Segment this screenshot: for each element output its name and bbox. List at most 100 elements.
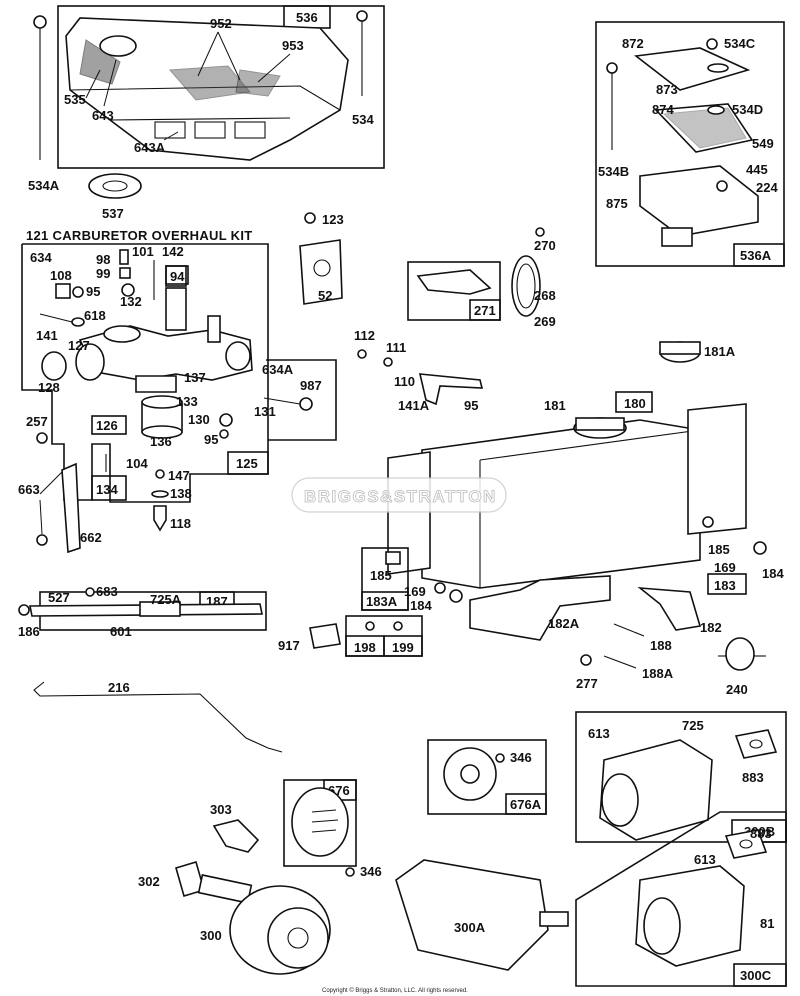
callout-132: 132 — [120, 294, 142, 309]
callout-613a: 613 — [588, 726, 610, 741]
exhaust-elbow-group: 303 676 346 — [210, 779, 382, 879]
callout-123: 123 — [322, 212, 344, 227]
callout-180: 180 — [624, 396, 646, 411]
callout-147: 147 — [168, 468, 190, 483]
callout-95c: 95 — [464, 398, 478, 413]
callout-634A: 634A — [262, 362, 294, 377]
callout-141: 141 — [36, 328, 58, 343]
carburetor-group: 121 CARBURETOR OVERHAUL KIT 125 — [21, 228, 337, 532]
fuel-line-group: 187 527 683 725A 186 601 — [18, 584, 267, 639]
fuel-tank-group: 536 952 953 535 643 643A 534A 534 537 — [28, 5, 385, 221]
callout-613b: 613 — [694, 852, 716, 867]
callout-184a: 184 — [410, 598, 432, 613]
callout-183: 183 — [714, 578, 736, 593]
callout-534: 534 — [352, 112, 374, 127]
callout-300C: 300C — [740, 968, 772, 983]
callout-534B: 534B — [598, 164, 629, 179]
callout-549: 549 — [752, 136, 774, 151]
callout-111: 111 — [386, 340, 406, 355]
callout-198: 198 — [354, 640, 376, 655]
callout-537: 537 — [102, 206, 124, 221]
callout-188A: 188A — [642, 666, 674, 681]
bracket-52-group: 123 52 — [299, 212, 344, 305]
callout-953: 953 — [282, 38, 304, 53]
svg-text:BRIGGS&STRATTON: BRIGGS&STRATTON — [304, 487, 497, 506]
callout-186: 186 — [18, 624, 40, 639]
governor-link-group: 663 662 — [18, 462, 102, 554]
callout-303: 303 — [210, 802, 232, 817]
callout-873: 873 — [656, 82, 678, 97]
callout-270: 270 — [534, 238, 556, 253]
callout-224: 224 — [756, 180, 778, 195]
callout-676A: 676A — [510, 797, 542, 812]
tank-bracket-group: 182A 182 188 188A 277 240 — [469, 575, 766, 697]
callout-883a: 883 — [742, 770, 764, 785]
callout-185b: 185 — [708, 542, 730, 557]
callout-134: 134 — [96, 482, 118, 497]
callout-184b: 184 — [762, 566, 784, 581]
callout-874: 874 — [652, 102, 674, 117]
callout-987: 987 — [300, 378, 322, 393]
callout-52: 52 — [318, 288, 332, 303]
air-cleaner-group: 536A 872 534C 873 874 534D 549 534B 445 … — [595, 21, 785, 267]
main-tank-group: 181 180 185 169 184 183 183A 185 169 184 — [361, 391, 784, 613]
callout-872: 872 — [622, 36, 644, 51]
callout-300: 300 — [200, 928, 222, 943]
callout-536A: 536A — [740, 248, 772, 263]
callout-138: 138 — [170, 486, 192, 501]
fuel-cap-181A: 181A — [659, 341, 736, 363]
callout-101: 101 — [132, 244, 154, 259]
callout-663: 663 — [18, 482, 40, 497]
callout-98: 98 — [96, 252, 110, 267]
callout-169b: 169 — [714, 560, 736, 575]
callout-99: 99 — [96, 266, 110, 281]
callout-601: 601 — [110, 624, 132, 639]
callout-182A: 182A — [548, 616, 580, 631]
callout-188: 188 — [650, 638, 672, 653]
callout-725A: 725A — [150, 592, 182, 607]
callout-136: 136 — [150, 434, 172, 449]
callout-118: 118 — [170, 516, 191, 531]
callout-131: 131 — [254, 404, 276, 419]
callout-535: 535 — [64, 92, 86, 107]
callout-269: 269 — [534, 314, 556, 329]
callout-110: 110 — [394, 374, 415, 389]
callout-128: 128 — [38, 380, 60, 395]
callout-94: 94 — [170, 269, 185, 284]
callout-181: 181 — [544, 398, 566, 413]
callout-618: 618 — [84, 308, 106, 323]
callout-185a: 185 — [370, 568, 392, 583]
callout-536: 536 — [296, 10, 318, 25]
callout-534C: 534C — [724, 36, 756, 51]
callout-133: 133 — [176, 394, 198, 409]
callout-141A: 141A — [398, 398, 430, 413]
callout-527: 527 — [48, 590, 70, 605]
callout-95b: 95 — [204, 432, 218, 447]
callout-183A: 183A — [366, 594, 398, 609]
callout-643: 643 — [92, 108, 114, 123]
callout-268: 268 — [534, 288, 556, 303]
callout-300A: 300A — [454, 920, 486, 935]
callout-917: 917 — [278, 638, 300, 653]
callout-108: 108 — [50, 268, 72, 283]
muffler-300C-group: 300C 883 613 81 — [575, 811, 787, 987]
callout-534A: 534A — [28, 178, 60, 193]
callout-130: 130 — [188, 412, 210, 427]
callout-104: 104 — [126, 456, 148, 471]
callout-643A: 643A — [134, 140, 166, 155]
kit-title: 121 CARBURETOR OVERHAUL KIT — [26, 228, 253, 243]
callout-142: 142 — [162, 244, 184, 259]
callout-271: 271 — [474, 303, 496, 318]
muffler-300A-group: 300A — [395, 859, 569, 971]
control-lever-group: 270 271 268 269 — [407, 227, 556, 329]
callout-683: 683 — [96, 584, 118, 599]
callout-240: 240 — [726, 682, 748, 697]
governor-rod-216: 216 — [33, 680, 283, 753]
callout-725: 725 — [682, 718, 704, 733]
muffler-guard-676A: 676A 346 — [427, 739, 547, 815]
callout-81: 81 — [760, 916, 774, 931]
callout-952: 952 — [210, 16, 232, 31]
callout-634: 634 — [30, 250, 52, 265]
muffler-300-group: 302 300 — [138, 861, 331, 975]
